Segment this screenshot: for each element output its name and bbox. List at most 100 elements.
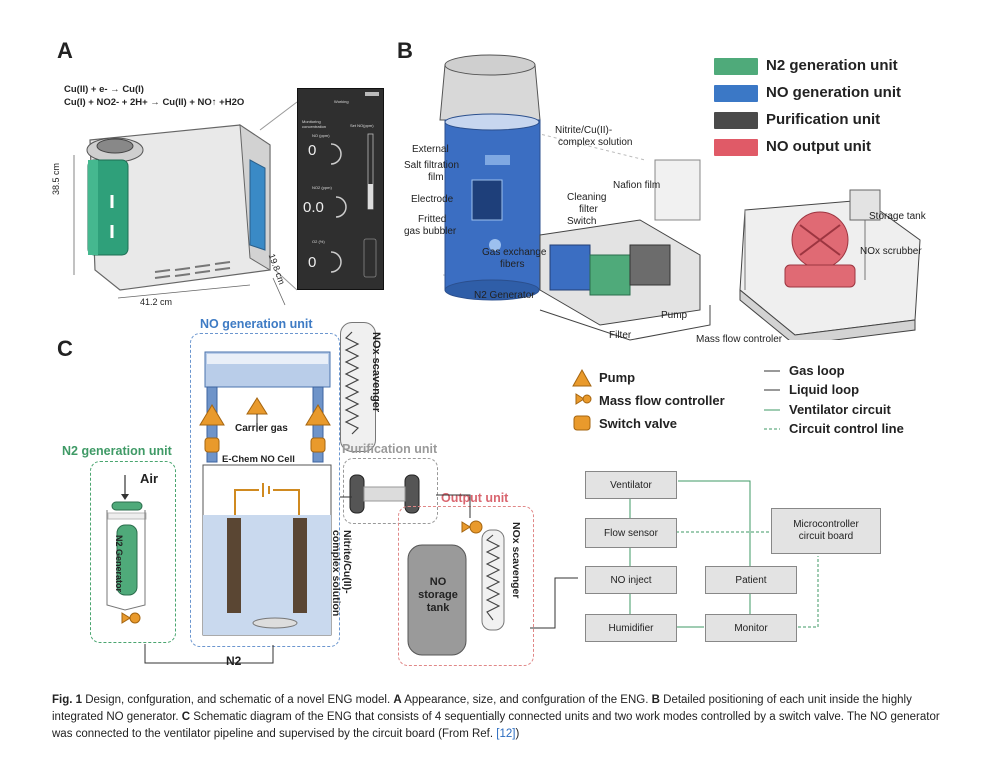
caption-c: C bbox=[181, 711, 191, 723]
screen-o2-label: O2 (%) bbox=[312, 239, 325, 244]
device-screen: Working Monitoring concentration Set NO(… bbox=[297, 88, 384, 290]
output-unit-illustration bbox=[739, 189, 921, 340]
patient-box: Patient bbox=[705, 566, 797, 594]
screen-status: Working bbox=[334, 99, 349, 104]
label-salt-filtration: Salt filtration bbox=[404, 160, 460, 171]
legend-label: NO generation unit bbox=[766, 84, 901, 101]
caption-text-5: ) bbox=[515, 728, 520, 740]
label-film: film bbox=[428, 172, 444, 183]
caption-text-4: Schematic diagram of the ENG that consis… bbox=[52, 711, 940, 740]
symbol-mfc-label: Mass flow controller bbox=[599, 393, 725, 408]
n2-generator-drawing bbox=[106, 475, 147, 624]
caption-fig-label: Fig. 1 bbox=[52, 694, 83, 706]
flow-circuit-control-label: Circuit control line bbox=[789, 421, 904, 436]
legend-label: NO output unit bbox=[766, 138, 871, 155]
humidifier-box: Humidifier bbox=[585, 614, 677, 642]
screen-no-label: NO (ppm) bbox=[312, 133, 330, 138]
figure-caption: Fig. 1 Design, confguration, and schemat… bbox=[52, 692, 952, 743]
microcontroller-box: Microcontroller circuit board bbox=[771, 508, 881, 554]
nox-scavenger-top-label: NOx scavenger bbox=[370, 332, 382, 413]
purification-unit-label: Purification unit bbox=[342, 442, 438, 456]
flow-legend-lines bbox=[764, 370, 780, 430]
label-external: External bbox=[412, 144, 449, 155]
flow-gas-loop-label: Gas loop bbox=[789, 363, 845, 378]
label-nitrite: Nitrite/Cu(II)- bbox=[555, 125, 613, 136]
panel-letter-c: C bbox=[57, 336, 73, 361]
label-nafion-film: Nafion film bbox=[613, 180, 661, 191]
reaction-1: Cu(II) + e- → Cu(I) bbox=[64, 84, 144, 95]
caption-reference-link[interactable]: [12] bbox=[496, 728, 516, 740]
caption-b: B bbox=[651, 694, 660, 706]
dimension-width: 41.2 cm bbox=[140, 297, 173, 307]
screen-set: Set NO(ppm) bbox=[350, 123, 374, 128]
purification-filter-drawing bbox=[349, 474, 420, 514]
reaction-2: Cu(I) + NO2- + 2H+ → Cu(II) + NO↑ +H2O bbox=[64, 97, 245, 108]
label-pump: Pump bbox=[661, 310, 688, 321]
no-generator-illustration bbox=[439, 54, 711, 341]
label-gas-exchange: Gas exchange bbox=[482, 247, 547, 258]
label-cleaning: Cleaning bbox=[567, 192, 607, 203]
label-complex-solution: complex solution bbox=[558, 137, 633, 148]
label-storage-tank: Storage tank bbox=[869, 211, 926, 222]
label-switch: Switch bbox=[567, 216, 597, 227]
flow-sensor-box: Flow sensor bbox=[585, 518, 677, 548]
n2-output-label: N2 bbox=[226, 654, 242, 668]
air-label: Air bbox=[140, 471, 159, 486]
label-mass-flow-controler: Mass flow controler bbox=[696, 334, 783, 345]
switch-valve-icon bbox=[573, 415, 591, 431]
screen-monitoring: Monitoring concentration bbox=[302, 119, 327, 129]
echem-cell-label: E-Chem NO Cell bbox=[222, 454, 295, 465]
eng-device-illustration bbox=[73, 101, 298, 306]
n2-generation-unit-box bbox=[90, 461, 176, 643]
label-filter-word: filter bbox=[579, 204, 598, 215]
legend-swatch bbox=[714, 58, 758, 75]
caption-text-3: Detailed positioning of each unit inside… bbox=[52, 694, 912, 723]
nox-scavenger-out-label: NOx scavenger bbox=[510, 522, 522, 599]
caption-text-2: Appearance, size, and confguration of th… bbox=[401, 694, 652, 706]
symbol-switch-valve-label: Switch valve bbox=[599, 416, 678, 431]
ventilator-box: Ventilator bbox=[585, 471, 677, 499]
pump-icon bbox=[572, 368, 592, 387]
flow-liquid-loop-label: Liquid loop bbox=[789, 382, 860, 397]
label-electrode: Electrode bbox=[411, 194, 454, 205]
symbol-pump-label: Pump bbox=[599, 370, 636, 385]
caption-text-1: Design, confguration, and schematic of a… bbox=[82, 694, 394, 706]
n2-generator-label: N2 Generator bbox=[114, 535, 124, 593]
panel-letter-a: A bbox=[57, 38, 73, 63]
legend-label: Purification unit bbox=[766, 111, 881, 128]
nitrite-solution-label: Nitrite/Cu(II)- complex solution bbox=[330, 530, 353, 617]
label-n2-generator: N2 Generator bbox=[474, 290, 535, 301]
output-unit-label: Output unit bbox=[441, 491, 509, 505]
no-inject-box: NO inject bbox=[585, 566, 677, 594]
no-storage-tank-label: NO storage tank bbox=[418, 576, 458, 614]
caption-a: A bbox=[393, 694, 402, 706]
purification-unit-box bbox=[343, 458, 438, 524]
screen-o2-value: 0 bbox=[308, 254, 317, 271]
carrier-gas-label: Carrier gas bbox=[235, 423, 288, 434]
symbols-legend-icons bbox=[572, 368, 592, 431]
legend-swatch bbox=[714, 85, 758, 102]
output-unit-drawing bbox=[407, 520, 505, 656]
flow-ventilator-circuit-label: Ventilator circuit bbox=[789, 402, 891, 417]
dimension-height: 38.5 cm bbox=[51, 162, 61, 195]
label-gas-bubbler: gas bubbler bbox=[404, 226, 457, 237]
battery-icon bbox=[365, 92, 379, 96]
legend-swatch bbox=[714, 139, 758, 156]
monitor-box: Monitor bbox=[705, 614, 797, 642]
label-nox-scrubber: NOx scrubber bbox=[860, 246, 922, 257]
panel-letter-b: B bbox=[397, 38, 413, 63]
coil-icon bbox=[344, 331, 360, 435]
label-fibers: fibers bbox=[500, 259, 525, 270]
n2-generation-unit-label: N2 generation unit bbox=[62, 444, 172, 458]
label-filter: Filter bbox=[609, 330, 632, 341]
screen-gauges bbox=[330, 133, 377, 278]
legend-label: N2 generation unit bbox=[766, 57, 898, 74]
screen-no2-label: NO2 (ppm) bbox=[312, 185, 332, 190]
screen-no2-value: 0.0 bbox=[303, 199, 324, 216]
label-fritted: Fritted bbox=[418, 214, 447, 225]
no-generation-unit-label: NO generation unit bbox=[200, 317, 313, 331]
no-generation-cell-drawing bbox=[199, 351, 332, 636]
legend-swatch bbox=[714, 112, 758, 129]
screen-no-value: 0 bbox=[308, 142, 317, 159]
mass-flow-controller-icon bbox=[575, 393, 585, 405]
